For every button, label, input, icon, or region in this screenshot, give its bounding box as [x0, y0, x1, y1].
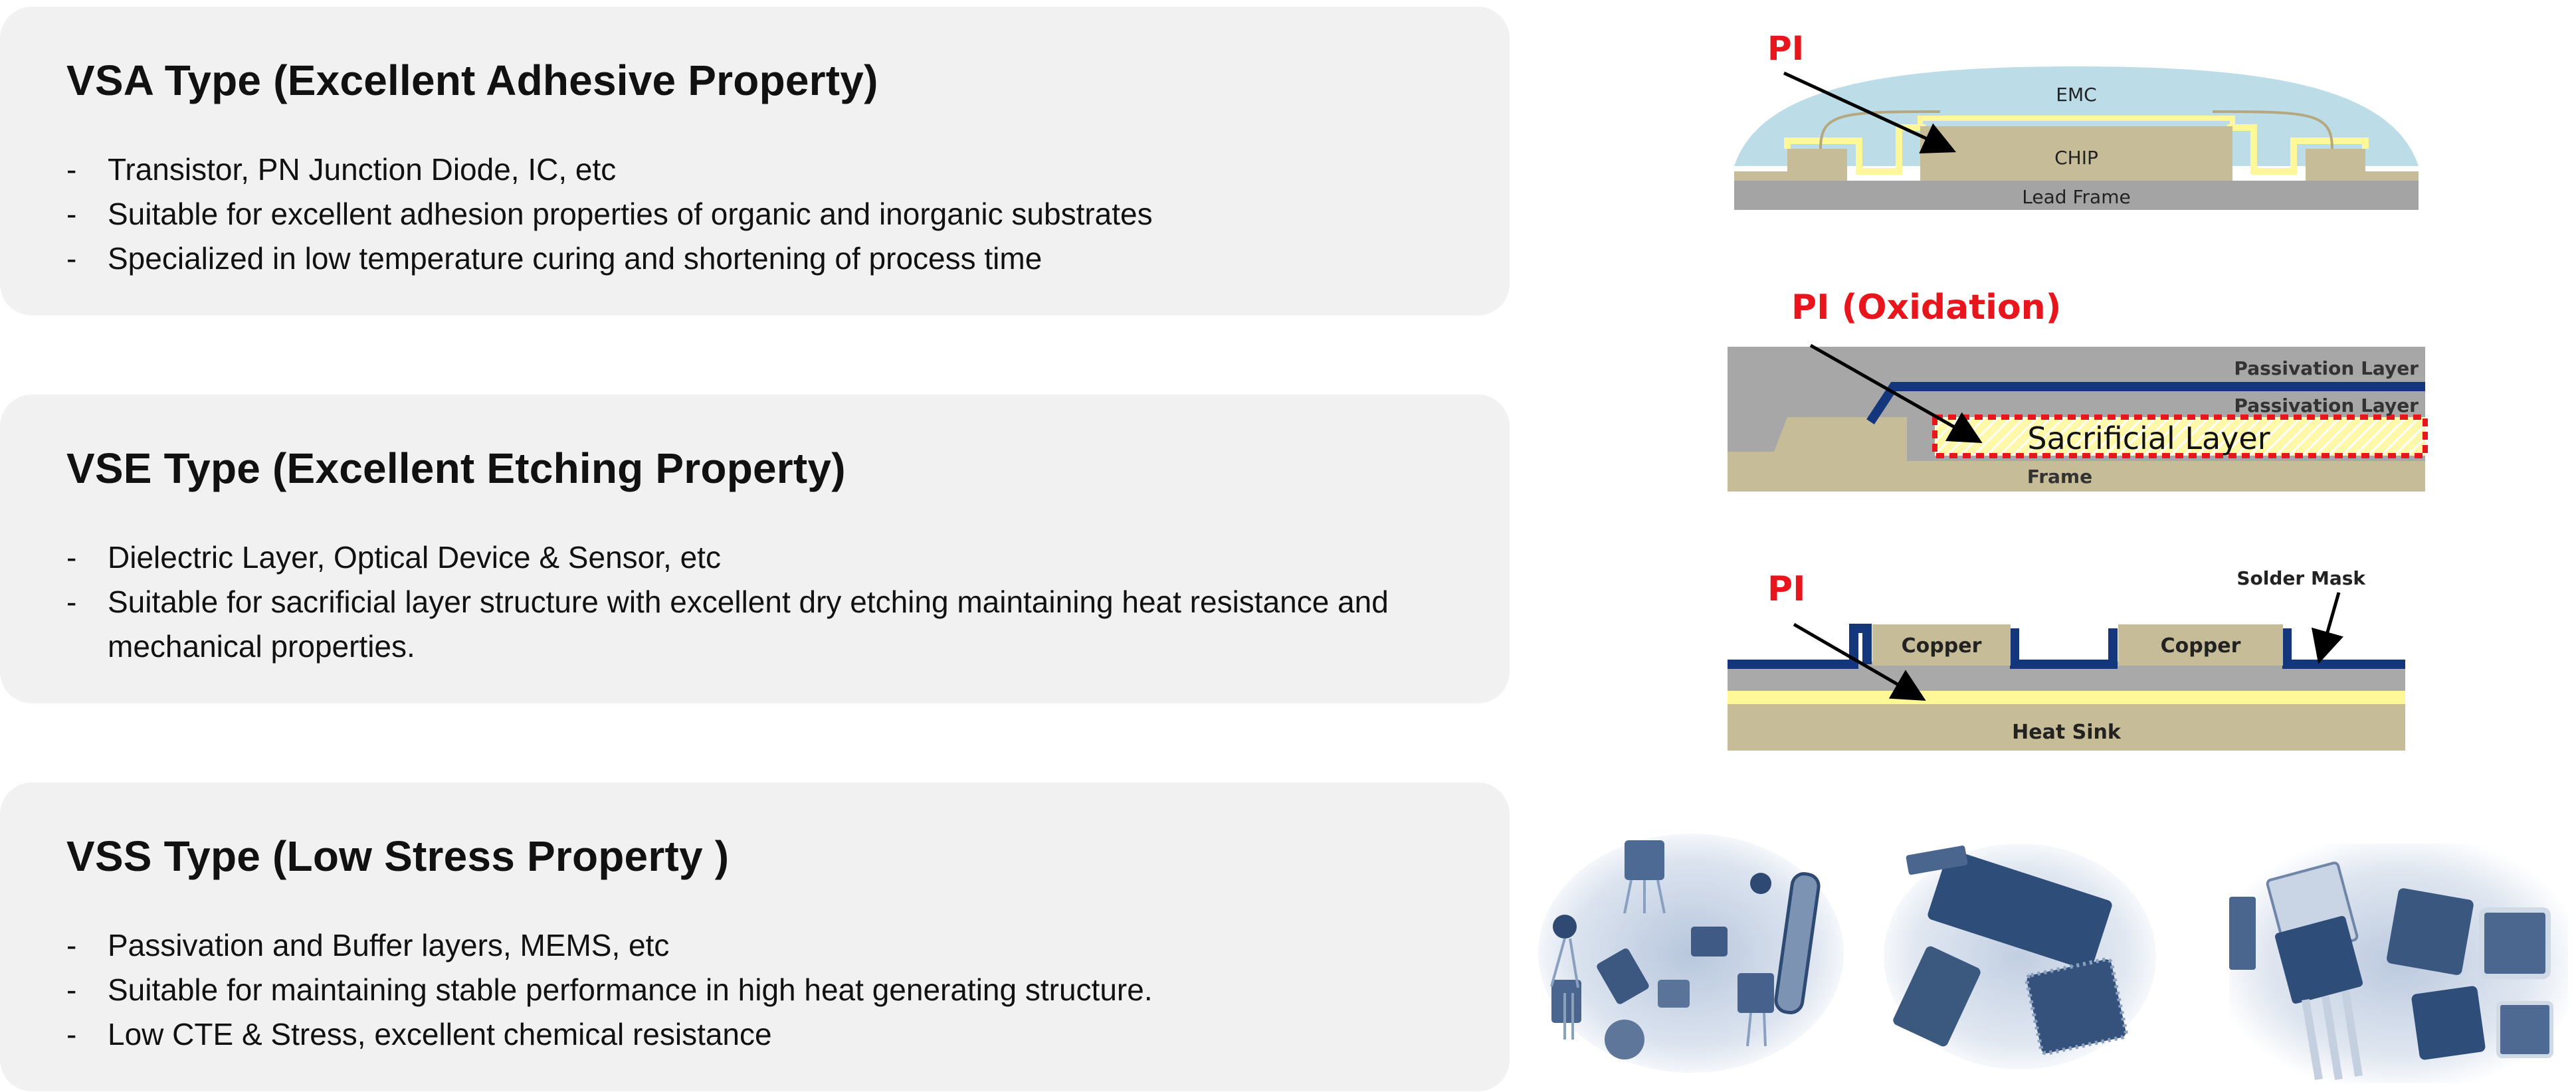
solder-mask-arrow [2311, 592, 2344, 664]
left-lead [1734, 149, 1847, 181]
transistor-leads [2302, 990, 2363, 1080]
solder-mask-left [1728, 624, 1872, 669]
pi-label: PI [1767, 569, 1805, 609]
list-item: - Suitable for maintaining stable perfor… [66, 968, 1455, 1012]
solder-mask-right [2282, 628, 2405, 669]
passivation-label-1: Passivation Layer [2234, 357, 2419, 379]
vss-type-title: VSS Type (Low Stress Property ) [66, 832, 730, 880]
bullet-text: Passivation and Buffer layers, MEMS, etc [108, 928, 670, 962]
vss-heat-sink-diagram: Copper Copper Heat Sink Solder Mask PI [1728, 567, 2405, 751]
chip-shape [1625, 840, 1664, 880]
ic-chips-photo [1884, 844, 2156, 1069]
list-item: -Dielectric Layer, Optical Device & Sens… [66, 535, 1455, 580]
chip-shape [1691, 927, 1728, 956]
solder-mask-center [2010, 628, 2118, 669]
bullet-dash: - [66, 585, 77, 619]
frame-bar [1728, 461, 2425, 492]
sacrificial-label: Sacrificial Layer [2027, 420, 2270, 456]
list-item: -Specialized in low temperature curing a… [66, 236, 1455, 281]
bullet-text: Dielectric Layer, Optical Device & Senso… [108, 540, 721, 575]
power-transistors-photo [2229, 844, 2568, 1083]
copper-label-1: Copper [1902, 634, 1982, 658]
pi-oxidation-label: PI (Oxidation) [1791, 292, 2061, 327]
dip-chip-shape [1928, 850, 2112, 970]
list-item: -Suitable for sacrificial layer structur… [66, 580, 1455, 669]
frame-step [1728, 417, 1907, 461]
copper-pad-2 [2118, 624, 2283, 666]
power-chip-shape [2479, 907, 2551, 979]
list-item: -Passivation and Buffer layers, MEMS, et… [66, 923, 1455, 968]
heat-sink-label: Heat Sink [2012, 721, 2122, 744]
lead-frame-bar [1734, 181, 2419, 210]
pi-arrow [1809, 343, 1983, 443]
bullet-dash: - [66, 197, 77, 231]
copper-label-2: Copper [2161, 634, 2241, 658]
frame-label: Frame [2027, 466, 2092, 488]
led-shape [1750, 873, 1771, 894]
emc-label: EMC [2056, 84, 2096, 106]
bond-wire-right [2212, 110, 2333, 149]
pi-arrow [1783, 71, 1957, 153]
led-shape [1553, 915, 1577, 939]
right-lead [2306, 149, 2419, 181]
bond-wire-left [1819, 110, 1941, 149]
power-chip-shape [2496, 1001, 2553, 1058]
chip-shape [1737, 973, 1774, 1013]
vsa-type-title: VSA Type (Excellent Adhesive Property) [66, 56, 878, 104]
chip-label: CHIP [2054, 147, 2098, 169]
power-chip-shape [2411, 986, 2486, 1060]
copper-pad-1 [1872, 624, 2011, 666]
component-leads [1550, 879, 1666, 988]
vse-type-title: VSE Type (Excellent Etching Property) [66, 444, 846, 492]
power-chip-shape [2387, 888, 2474, 975]
capacitor-shape [1774, 872, 1821, 1014]
partial-chip-shape [2229, 897, 2256, 970]
bullet-text: Specialized in low temperature curing an… [108, 241, 1042, 276]
vse-sacrificial-diagram: Passivation Layer Passivation Layer Sacr… [1728, 292, 2428, 492]
list-item: -Low CTE & Stress, excellent chemical re… [66, 1012, 1455, 1057]
sacrificial-layer-box [1932, 414, 2428, 458]
list-item: -Suitable for excellent adhesion propert… [66, 192, 1455, 236]
list-item: -Transistor, PN Junction Diode, IC, etc [66, 147, 1455, 192]
vss-feature-list: -Passivation and Buffer layers, MEMS, et… [66, 923, 1455, 1057]
soic-chip-shape [1893, 946, 1981, 1047]
vse-type-card: VSE Type (Excellent Etching Property) -D… [0, 395, 1510, 703]
pi-coating-right [2227, 124, 2369, 175]
to220-body-shape [2274, 915, 2363, 1004]
component-leads [1563, 993, 1767, 1047]
bullet-dash: - [66, 152, 77, 187]
vsa-feature-list: -Transistor, PN Junction Diode, IC, etc … [66, 147, 1455, 281]
vsa-type-card: VSA Type (Excellent Adhesive Property) -… [0, 7, 1510, 316]
vse-feature-list: -Dielectric Layer, Optical Device & Sens… [66, 535, 1455, 669]
pi-label: PI [1767, 29, 1804, 68]
transistor-shape [1597, 948, 1649, 1004]
bullet-text: Low CTE & Stress, excellent chemical res… [108, 1017, 772, 1051]
bullet-text: Transistor, PN Junction Diode, IC, etc [108, 152, 617, 187]
passivation-label-2: Passivation Layer [2234, 395, 2419, 416]
chip-pi-top [1918, 116, 2235, 126]
bullet-text: Suitable for excellent adhesion properti… [108, 197, 1153, 231]
qfp-chip-shape [2025, 957, 2128, 1055]
chip-shape [1658, 980, 1690, 1008]
bullet-dash: - [66, 241, 77, 276]
chip-block [1920, 126, 2232, 181]
bullet-text: Suitable for sacrificial layer structure… [108, 585, 1389, 664]
passivation-line [1866, 382, 2425, 424]
vsa-package-diagram: EMC CHIP Lead Frame PI [1734, 29, 2419, 210]
semiconductor-components-photo [1538, 834, 1844, 1073]
lead-frame-label: Lead Frame [2022, 186, 2130, 208]
small-chip-shape [1906, 846, 1968, 875]
pi-arrow [1793, 622, 1926, 701]
bullet-dash: - [66, 1017, 77, 1051]
bullet-dash: - [66, 540, 77, 575]
heat-sink-block [1728, 704, 2405, 751]
bullet-dash: - [66, 972, 77, 1007]
vss-type-card: VSS Type (Low Stress Property ) -Passiva… [0, 782, 1510, 1091]
solder-mask-label: Solder Mask [2236, 567, 2366, 589]
pi-layer [1728, 691, 2405, 704]
bullet-text: Suitable for maintaining stable performa… [108, 972, 1153, 1007]
bullet-dash: - [66, 928, 77, 962]
sensor-shape [1605, 1020, 1644, 1059]
